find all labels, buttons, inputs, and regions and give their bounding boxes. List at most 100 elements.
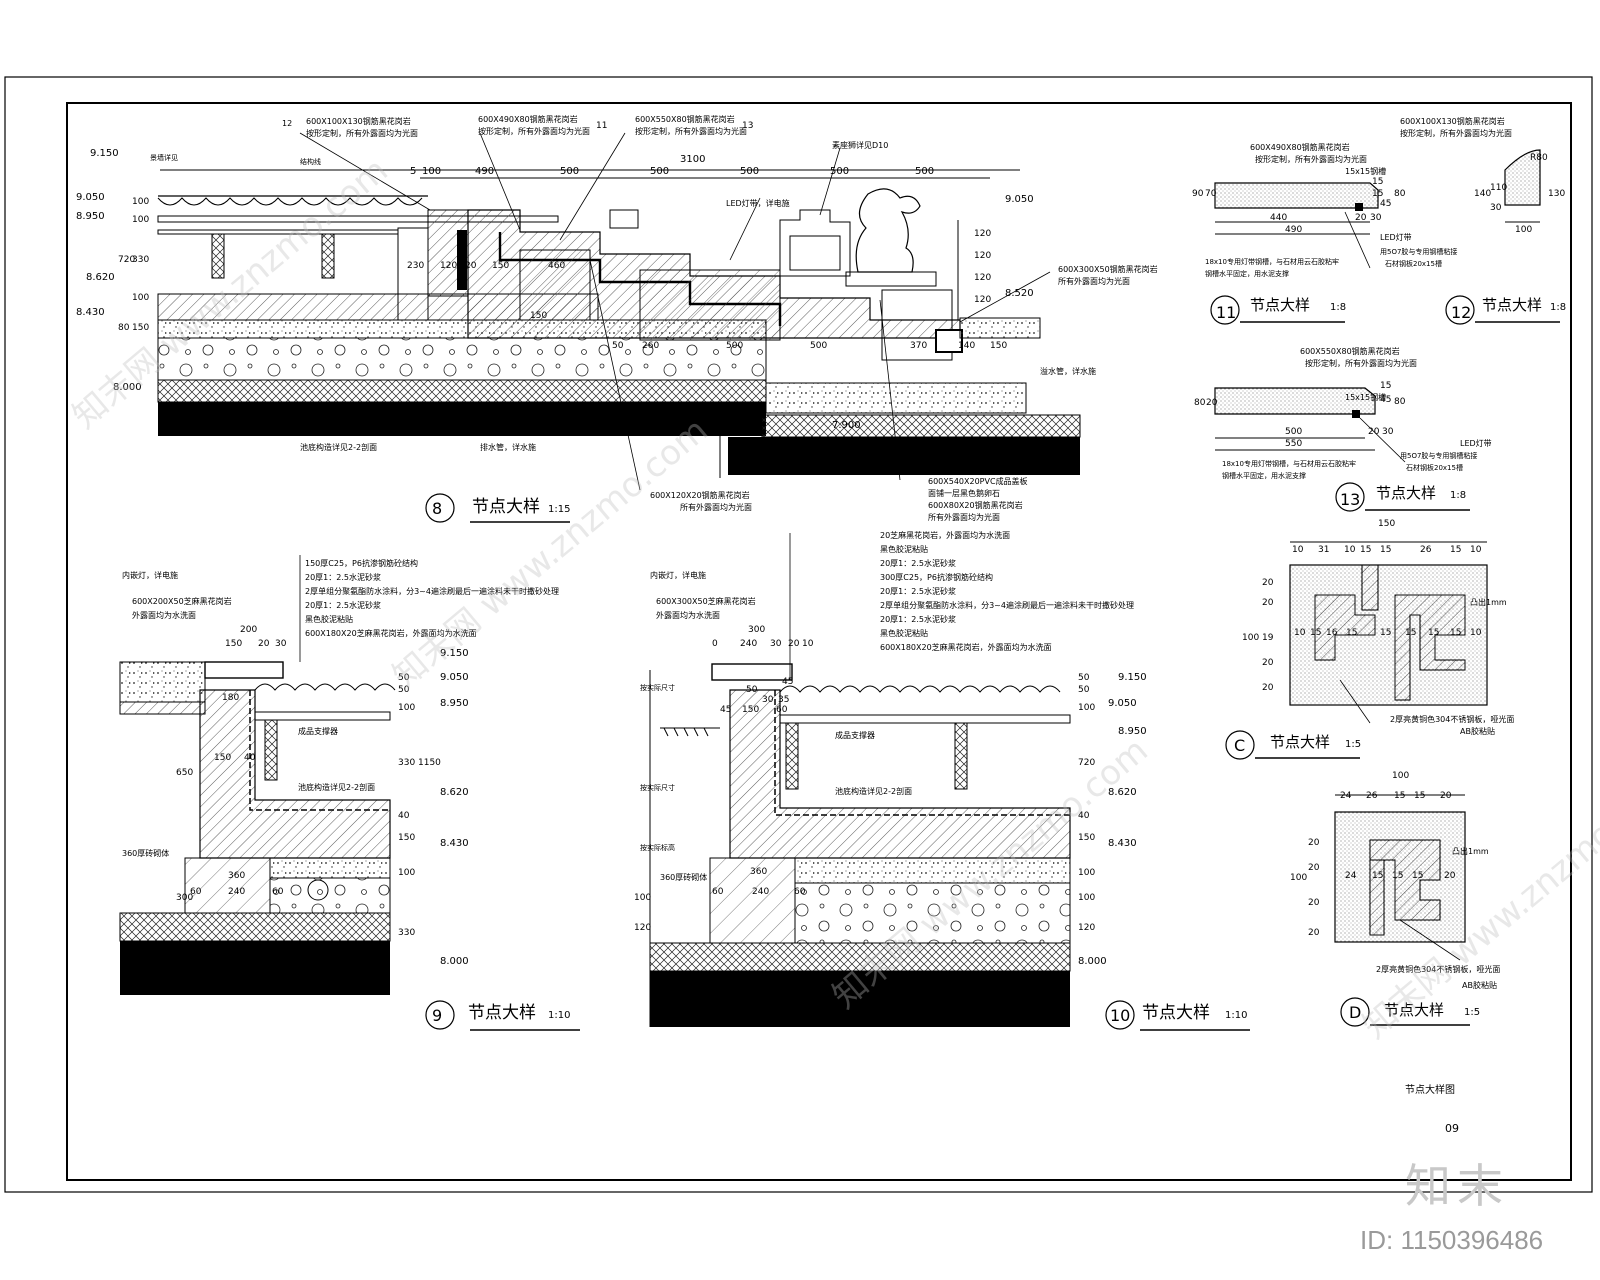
d10-wall-note: 360厚砖砌体 (660, 872, 707, 882)
d10-scale: 1:10 (1225, 1010, 1247, 1021)
d12-dim-1: 130 (1548, 189, 1565, 199)
dC-dim-22: 15 (1450, 628, 1461, 638)
d10-coping (711, 663, 793, 681)
d8-pedestal (779, 209, 851, 277)
d13-num: 13 (1340, 490, 1360, 509)
d9-lv-0: 9.150 (440, 648, 469, 659)
dD-dim-15: 20 (1444, 871, 1456, 881)
d9-left-7: 60 (190, 887, 202, 897)
d8-in-12: 120 (974, 251, 991, 261)
d9-rc-wall (199, 689, 391, 859)
d11-pipe: 18x10专用灯带钢槽，与石材用云石胶粘牢 (1205, 257, 1339, 266)
d8-paving-r (959, 317, 1041, 339)
d9-note-4: 黑色胶泥粘贴 (305, 614, 353, 624)
d8-concrete-low (765, 382, 1027, 414)
d8-pvc: 600X540X20PVC成品盖板 (928, 476, 1028, 486)
d10-support-note: 成品支撑器 (835, 730, 875, 740)
d11-dim-2: 20 (1355, 213, 1367, 223)
d8-in-7: 500 (810, 341, 827, 351)
d12-stone-profile (1504, 149, 1541, 206)
d9-right-3: 330 (398, 758, 415, 768)
d8-left-4: 100 (132, 293, 149, 303)
d8-base-slab (158, 402, 766, 436)
d9-base-slab (120, 941, 390, 995)
d9-support (264, 719, 278, 781)
image-id: ID: 1150396486 (1360, 1225, 1544, 1255)
d13-stone-slab (1214, 387, 1376, 415)
d8-dim-top-4: 500 (650, 166, 669, 177)
dD-dim-14: 15 (1412, 871, 1423, 881)
d8-n13: 600X550X80钢筋黑花岗岩 (635, 114, 735, 124)
d8-left-2: 330 (132, 255, 149, 265)
d9-top-3: 30 (275, 639, 287, 649)
d10-note-8: 600X180X20芝麻黑花岗岩，外露面均为水洗面 (880, 642, 1052, 652)
d8-lion-note: 素座狮详见D10 (832, 140, 888, 150)
d9-right-5: 150 (398, 833, 415, 843)
d10-in-10: 120 (634, 923, 651, 933)
dC-dim-2: 31 (1318, 545, 1329, 555)
d9-num: 9 (432, 1006, 442, 1025)
dD-dim-9: 20 (1308, 898, 1320, 908)
d13-title: 节点大样 (1376, 484, 1436, 502)
d12-dim-2: 140 (1474, 189, 1491, 199)
d13-dim-8: 80 (1394, 397, 1406, 407)
d12-n1: 600X100X130钢筋黑花岗岩 (1400, 116, 1505, 126)
dC-dim-19: 15 (1380, 628, 1391, 638)
detail-11 (1214, 182, 1379, 235)
dD-dim-0: 100 (1392, 771, 1409, 781)
d10-top-0: 0 (712, 639, 718, 649)
d10-note-4: 20厚1：2.5水泥砂浆 (880, 586, 956, 596)
d9-note-1: 20厚1：2.5水泥砂浆 (305, 572, 381, 582)
d8-support-1 (211, 233, 225, 279)
d12-scale: 1:8 (1550, 302, 1566, 313)
dC-dim-6: 26 (1420, 545, 1432, 555)
d13-dim-6: 45 (1380, 395, 1391, 405)
d8-in-8: 370 (910, 341, 927, 351)
d8-c300b: 所有外露面均为光面 (1058, 276, 1130, 286)
d12-dim-3: 110 (1490, 183, 1507, 193)
dC-dim-15: 10 (1294, 628, 1306, 638)
d9-scale: 1:10 (548, 1010, 570, 1021)
dC-num: C (1234, 736, 1245, 755)
d8-dim-top-1: 100 (422, 166, 441, 177)
d8-rlv-2: 7.900 (832, 420, 861, 431)
d9-right-7: 330 (398, 928, 415, 938)
d10-in-9: 100 (634, 893, 651, 903)
dC-note: 2厚亮黄铜色304不锈钢板，哑光面 (1390, 714, 1514, 724)
d10-right-5: 150 (1078, 833, 1095, 843)
dC-dim-7: 15 (1450, 545, 1461, 555)
d10-note-7: 黑色胶泥粘贴 (880, 628, 928, 638)
d11-dim-0: 440 (1270, 213, 1287, 223)
d8-in-2: 20 (465, 261, 477, 271)
d11-cut: 用5O7胶与专用钢槽粘接 (1380, 247, 1457, 256)
d10-capb: 外露面均为水洗面 (656, 610, 720, 620)
d11-n1b: 按形定制，所有外露面均为光面 (1255, 154, 1367, 164)
d10-in-2: 150 (742, 705, 759, 715)
sheet-number: 09 (1445, 1122, 1459, 1135)
d11-dim-3: 30 (1370, 213, 1382, 223)
d8-lv-4: 8.430 (76, 307, 105, 318)
d8-lv-2: 8.950 (76, 211, 105, 222)
d8-planter (881, 289, 953, 361)
d9-left-6: 240 (228, 887, 245, 897)
d10-right-6: 100 (1078, 868, 1095, 878)
dC-dim-23: 10 (1470, 628, 1482, 638)
d13-dim-4: 80 (1194, 398, 1206, 408)
lion-statue-icon (855, 188, 921, 273)
d10-right-7: 100 (1078, 893, 1095, 903)
d10-in-6: 60 (712, 887, 724, 897)
d9-right-0: 50 (398, 673, 410, 683)
dD-dim-4: 15 (1414, 791, 1425, 801)
d9-lv-5: 8.000 (440, 956, 469, 967)
d10-in-1: 45 (720, 705, 731, 715)
dD-noteb: AB胶粘贴 (1462, 980, 1497, 990)
d11-dim-5: 70 (1205, 189, 1217, 199)
d9-right-8: 1150 (418, 758, 441, 768)
d8-in-13: 120 (974, 273, 991, 283)
d10-note-5: 2厚单组分聚氨酯防水涂料，分3~4遍涂刷最后一遍涂料未干时撒砂处理 (880, 600, 1134, 610)
d11-dim-8: 45 (1380, 199, 1391, 209)
sheet-title: 节点大样图 (1405, 1083, 1455, 1096)
outer-frame (4, 76, 1593, 1193)
dC-dim-20: 15 (1405, 628, 1416, 638)
d9-capb: 外露面均为水洗面 (132, 610, 196, 620)
